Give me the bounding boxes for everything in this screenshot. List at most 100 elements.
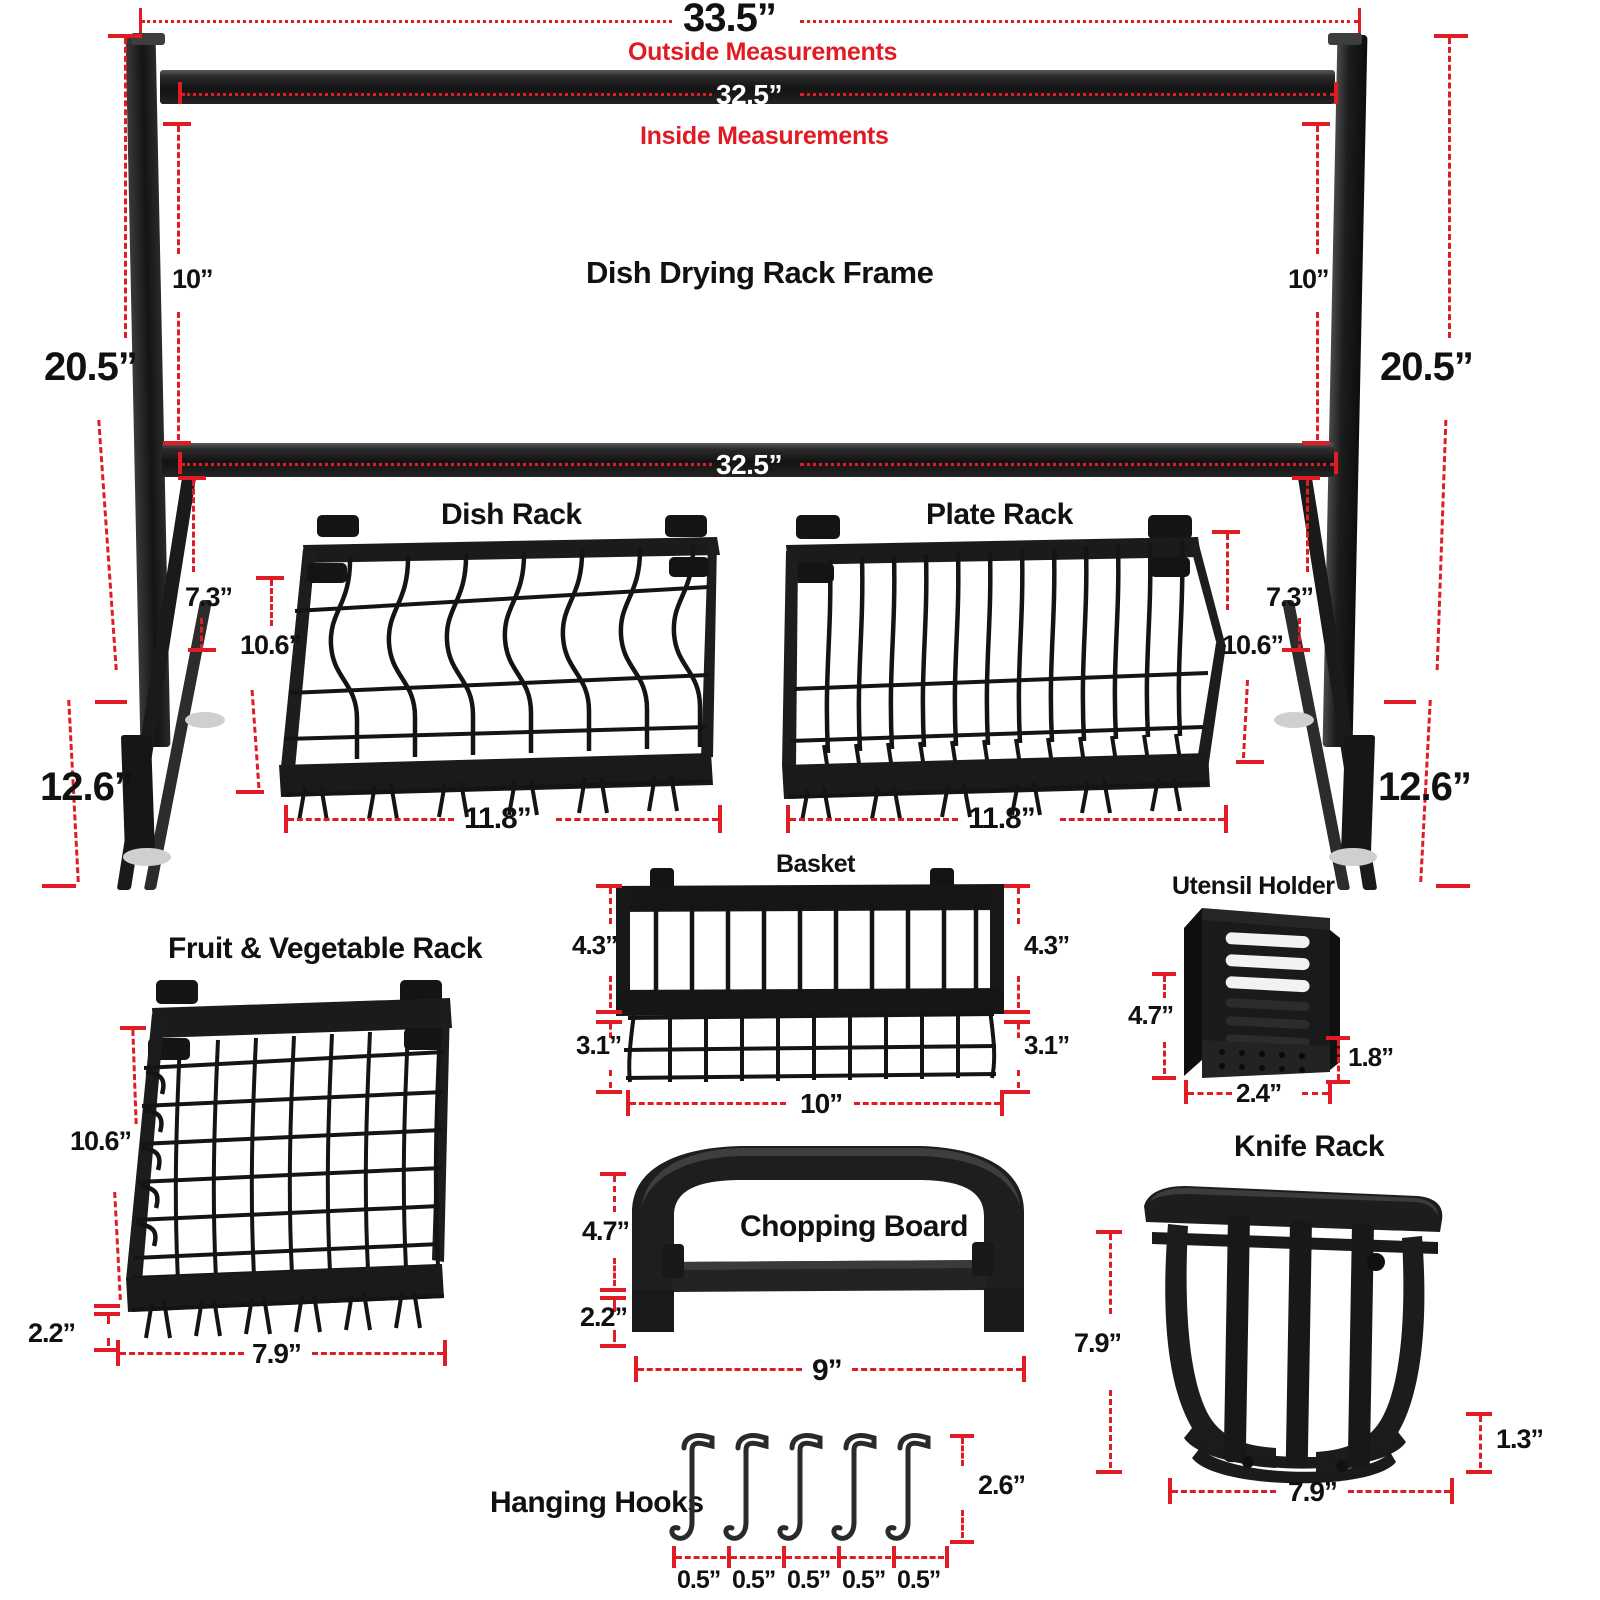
dish-rack-height-value: 10.6” [240,630,302,660]
utensil-height-tick-bottom [1152,1076,1176,1080]
chopping-foot-tick-bottom [600,1344,626,1348]
basket-left-top-line-a [609,888,612,924]
basket-right-bot-value: 3.1” [1024,1030,1070,1060]
fruit-rack-foot-tick-top [94,1312,120,1316]
chopping-board-label: Chopping Board [740,1210,968,1243]
knife-rack-illustration [1144,1186,1443,1484]
fruit-rack-foot-line-b [107,1338,110,1346]
knife-height-value: 7.9” [1074,1328,1122,1358]
outside-width-tick-right [1358,8,1361,34]
inside-top-tick-left [178,82,182,104]
inside-measurements-note: Inside Measurements [640,122,889,150]
basket-left-bot-line-a [609,1024,612,1038]
chopping-height-line-b [613,1258,616,1286]
utensil-depth-tick-top [1326,1036,1350,1040]
hooks-height-line-a [961,1438,964,1466]
lower-gap-right-line-b [1298,618,1301,650]
basket-right-top-tick-a [1004,884,1030,888]
knife-width-tick-left [1168,1478,1172,1504]
upper-gap-left-line-b [177,312,180,440]
height-left-line-mid [97,420,118,670]
frame-right-foot-pad [1329,848,1377,866]
chopping-height-tick-bottom [600,1288,626,1292]
hanging-hooks-illustration [669,1433,931,1541]
dish-rack-width-value: 11.8” [464,802,532,835]
dish-rack-height-line-a [270,580,273,626]
height-right-line-upper [1448,38,1451,338]
basket-left-top-line-b [609,976,612,1008]
outside-measurements-note: Outside Measurements [628,38,898,66]
lower-gap-right-tick-top [1292,476,1320,480]
knife-width-value: 7.9” [1288,1476,1338,1507]
height-right-tick-top [1434,34,1468,38]
dish-rack-width-tick-left [284,805,288,833]
knife-foot-tick-bottom [1466,1470,1492,1474]
lower-gap-right-tick-bottom [1282,648,1310,652]
frame-bottom-crossbar [162,443,1334,477]
lower-gap-left-line-a [192,480,195,572]
chopping-width-line-right [852,1368,1022,1371]
hook-width-line-3 [841,1556,891,1559]
dish-rack-height-tick-bottom [236,790,264,794]
hook-width-line-0 [676,1556,726,1559]
height-left-value: 20.5” [44,345,138,389]
upper-gap-left-tick-bottom [163,441,191,445]
basket-right-top-line-b [1017,976,1020,1008]
inside-top-tick-right [1334,82,1338,104]
leg-left-tick-top [95,700,127,704]
inside-bottom-line-right [800,463,1334,466]
outside-width-line-right [800,20,1358,23]
utensil-depth-tick-bottom [1326,1080,1350,1084]
chopping-width-tick-right [1022,1356,1026,1382]
upper-gap-left-line-a [177,126,180,254]
basket-right-top-value: 4.3” [1024,930,1070,960]
utensil-height-value: 4.7” [1128,1000,1174,1030]
frame-top-crossbar [160,70,1335,104]
outside-width-value: 33.5” [683,0,777,40]
hook-width-line-1 [731,1556,781,1559]
leg-left-value: 12.6” [40,765,134,809]
basket-left-bot-tick-a [596,1020,622,1024]
plate-rack-height-tick-top [1212,530,1240,534]
chopping-foot-line-b [613,1330,616,1342]
hook-width-tick-2 [782,1546,786,1568]
fruit-rack-height-tick-bottom [94,1304,120,1308]
basket-right-top-line-a [1017,888,1020,924]
upper-gap-right-line-a [1316,126,1319,254]
fruit-rack-foot-value: 2.2” [28,1318,76,1348]
fruit-vegetable-rack-label: Fruit & Vegetable Rack [168,932,483,965]
basket-left-top-tick-a [596,884,622,888]
knife-foot-line [1479,1416,1482,1468]
inside-top-line-right [800,93,1334,96]
plate-rack-width-tick-left [786,805,790,833]
utensil-height-line-b [1163,1042,1166,1074]
lower-gap-left-tick-bottom [188,648,216,652]
basket-right-top-tick-b [1004,1010,1030,1014]
lower-gap-left-tick-top [178,476,206,480]
height-right-value: 20.5” [1380,345,1474,389]
basket-right-bot-tick-b [1004,1090,1030,1094]
height-left-line-upper [124,38,127,338]
frame-right-post-cap [1328,33,1362,45]
hook-width-tick-0 [672,1546,676,1568]
chopping-foot-line-a [613,1300,616,1312]
frame-title: Dish Drying Rack Frame [586,255,934,290]
plate-rack-width-value: 11.8” [968,802,1036,835]
chopping-height-value: 4.7” [582,1216,630,1246]
basket-label: Basket [776,850,856,878]
chopping-width-line-left [638,1368,802,1371]
plate-rack-width-line-right [1060,818,1224,821]
inside-bottom-line-left [182,463,712,466]
hook-width-value-2: 0.5” [787,1566,831,1594]
dish-rack-width-line-left [288,818,454,821]
height-left-tick-top [108,34,142,38]
fruit-rack-height-tick-top [120,1026,146,1030]
basket-illustration [616,868,1004,1083]
plate-rack-height-value: 10.6” [1222,630,1284,660]
leg-left-tick-bottom2 [42,884,74,888]
upper-gap-right-tick-top [1302,122,1330,126]
chopping-width-tick-left [634,1356,638,1382]
dish-rack-width-tick-right [718,805,722,833]
knife-foot-value: 1.3” [1496,1424,1544,1454]
